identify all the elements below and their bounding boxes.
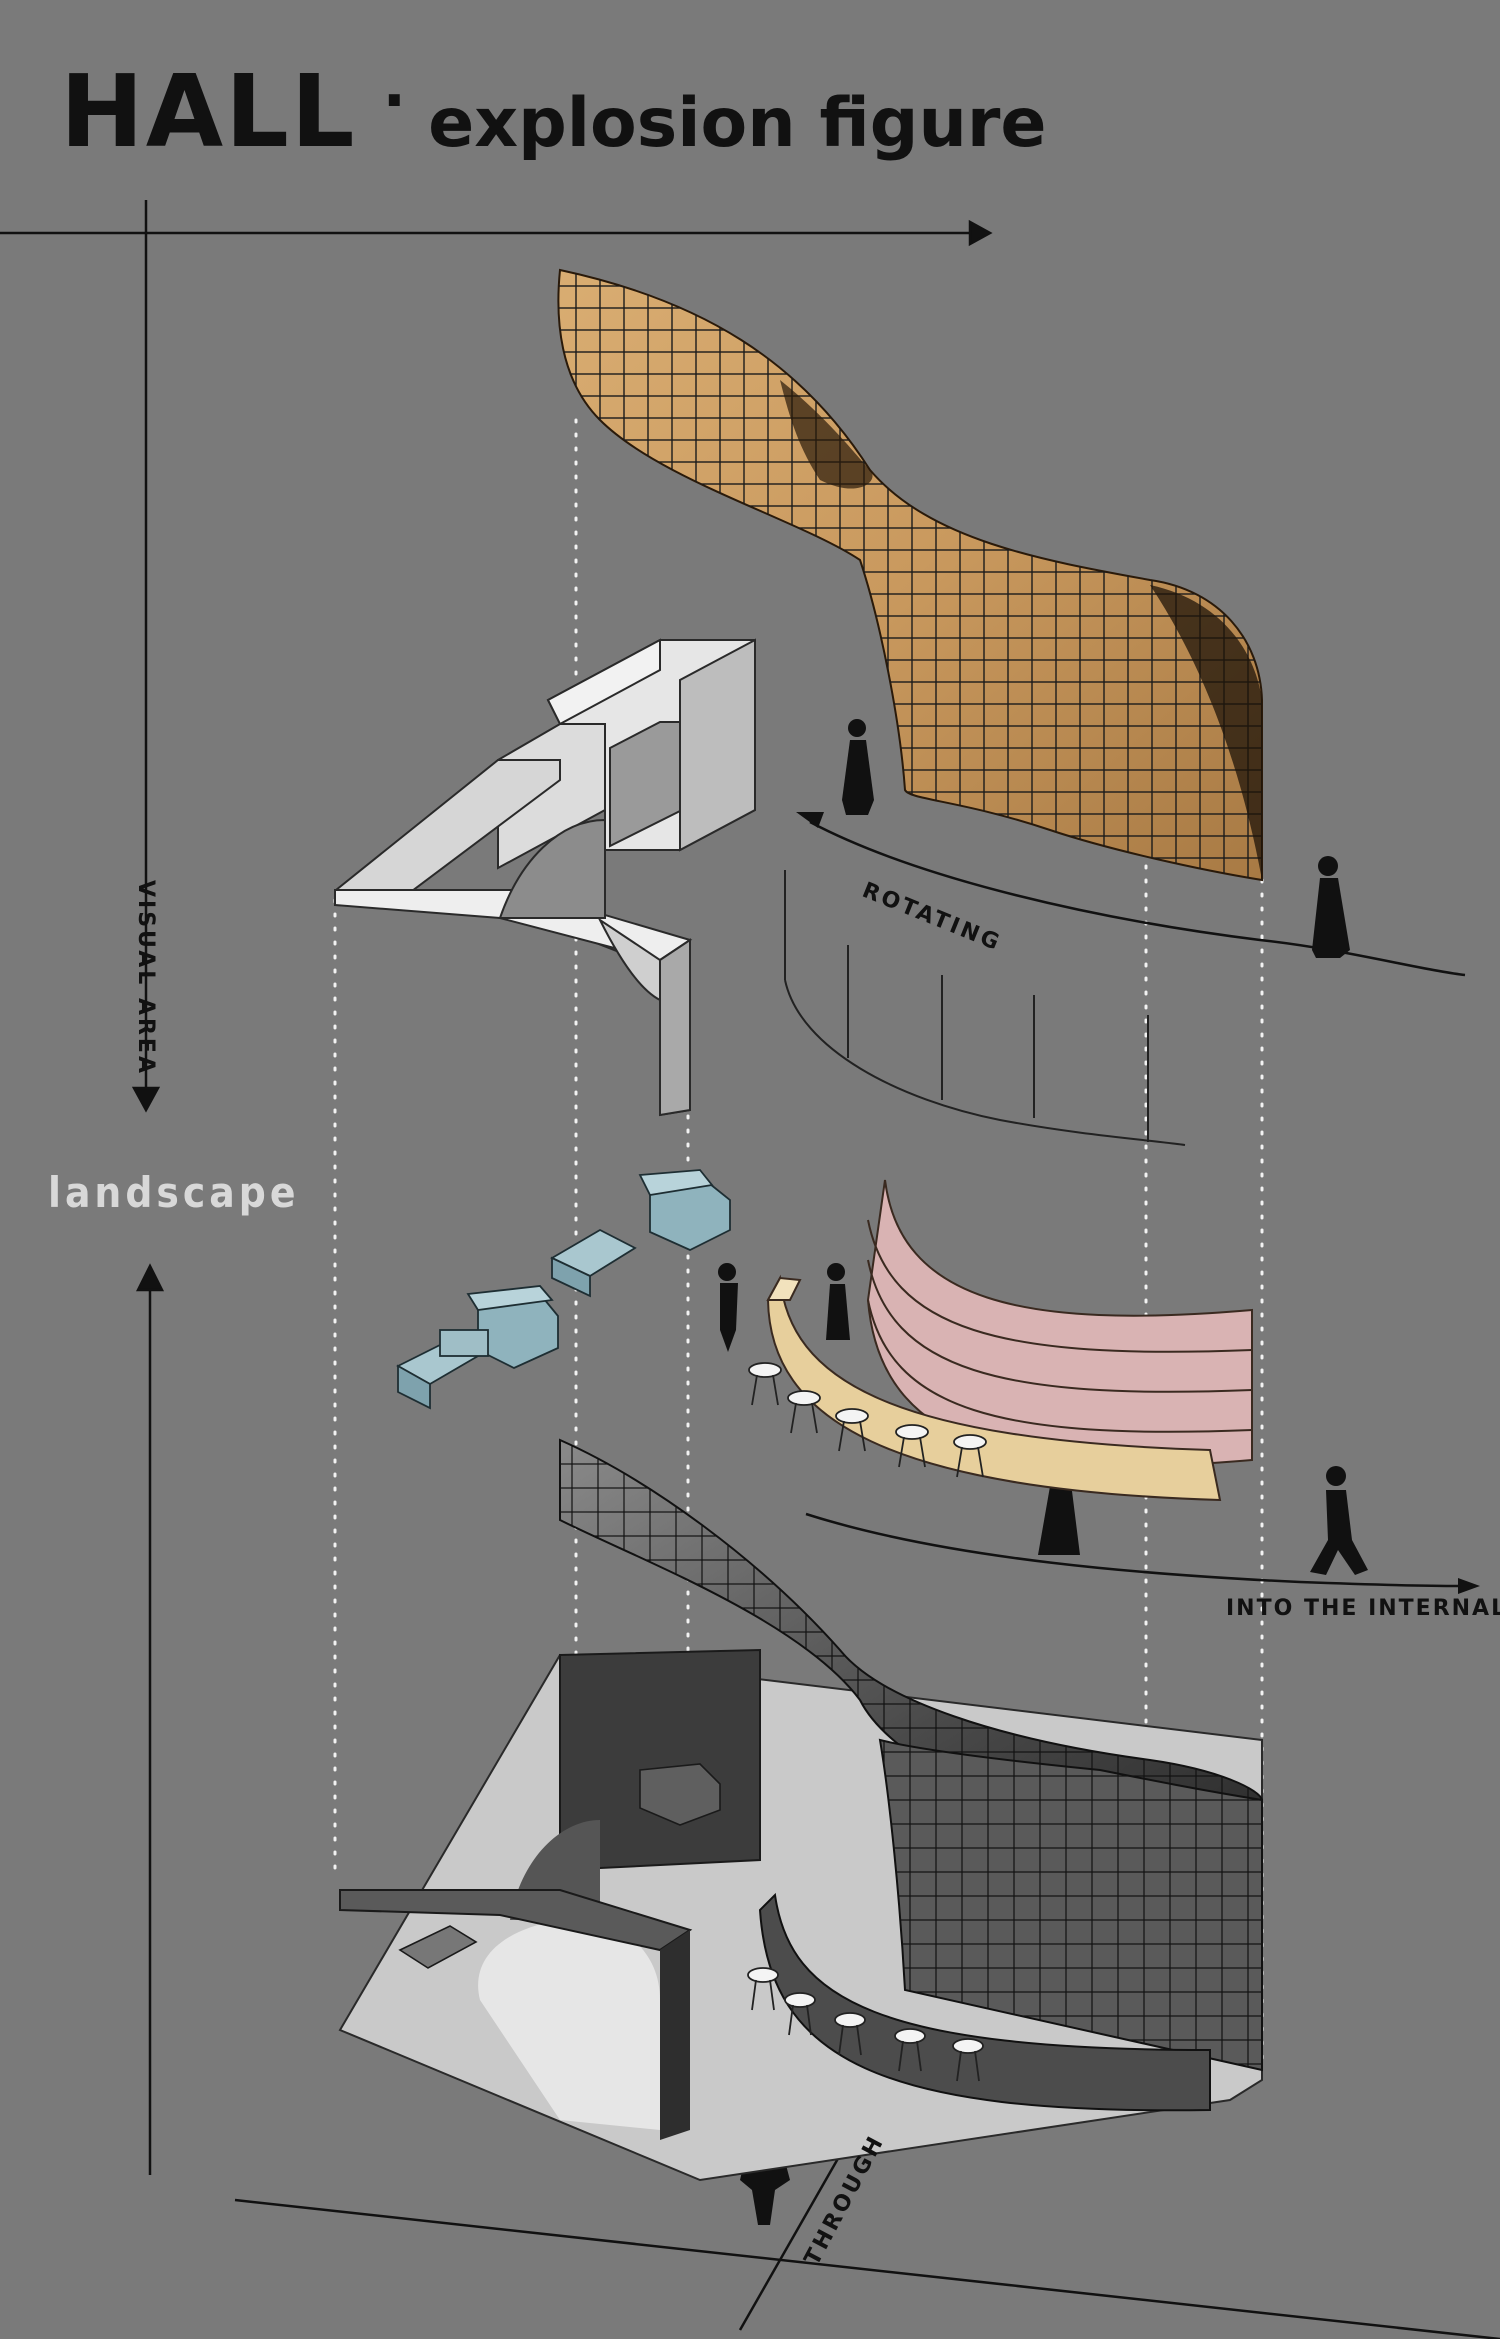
booth-2 [396, 1285, 559, 1410]
internal-path [805, 1512, 1461, 1588]
rotating-arrow-head [796, 812, 824, 828]
wood-shell-roof [557, 268, 1263, 882]
internal-arrow-head [1458, 1578, 1480, 1594]
axis-lines [0, 200, 1500, 2339]
stool [787, 1390, 821, 1434]
booth-1 [550, 1169, 731, 1298]
top-arrow-head [968, 219, 993, 247]
pendant-lights [784, 870, 1186, 1146]
assembled-hall [338, 1438, 1263, 2182]
person-top-right [1312, 856, 1350, 958]
page-title: HALL·explosion figure [60, 62, 1047, 162]
arched-walls [333, 638, 756, 1117]
assembled-stools [747, 1967, 984, 2082]
stool [895, 1424, 929, 1468]
title-main: HALL [60, 53, 357, 170]
rotating-path [809, 820, 1466, 977]
person-mid-left [718, 1263, 738, 1352]
landscape-label: landscape [48, 1168, 300, 1217]
visual-area-label: VISUAL AREA [133, 880, 158, 1076]
stool [748, 1362, 782, 1406]
person-walking-right [1310, 1466, 1368, 1575]
bottom-diagonal-line [234, 2198, 1500, 2339]
into-internal-label: INTO THE INTERNAL [1226, 1596, 1500, 1621]
landscape-up-arrow-head [135, 1263, 165, 1292]
title-separator: · [382, 64, 407, 137]
bar-stools [748, 1362, 987, 1478]
person-bar [826, 1263, 850, 1340]
visual-area-arrow-head [131, 1086, 161, 1113]
person-top-left [842, 719, 874, 815]
stool [835, 1408, 869, 1452]
sofa-booths [396, 1169, 731, 1410]
title-sub: explosion figure [428, 84, 1047, 163]
assembled-booths [398, 1763, 721, 1969]
stool [953, 1434, 987, 1478]
